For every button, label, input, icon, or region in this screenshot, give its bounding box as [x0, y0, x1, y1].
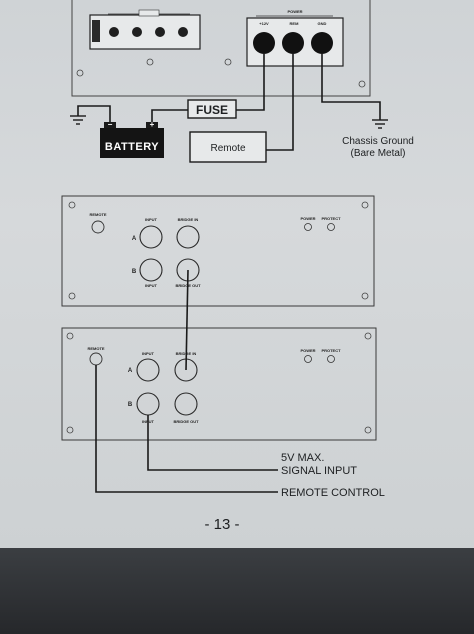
- input-label: INPUT: [145, 217, 158, 222]
- panel-wiring: [95, 269, 278, 493]
- power-led-label: POWER: [300, 348, 315, 353]
- input-label: INPUT: [145, 283, 158, 288]
- protect-led: [327, 223, 335, 231]
- remote-jack: [89, 352, 103, 366]
- speaker-terminal: [155, 27, 165, 37]
- speaker-terminal: [178, 27, 188, 37]
- wire-battery-plus: [151, 109, 188, 122]
- channel-a-label: A: [132, 236, 137, 242]
- amp-panel-outline: [61, 327, 377, 441]
- remote-label: Remote: [210, 143, 245, 154]
- battery-minus-label: −: [108, 120, 113, 129]
- power-terminal-label: GND: [318, 21, 327, 26]
- battery-icon: − + BATTERY: [100, 120, 164, 158]
- wire-remote: [266, 54, 294, 151]
- wire-chassis-ground: [321, 54, 381, 120]
- input-b-jack: [136, 392, 160, 416]
- power-terminal-12v: [253, 32, 275, 54]
- mount-hole: [146, 58, 154, 66]
- input-b-jack: [139, 258, 163, 282]
- power-led: [304, 223, 312, 231]
- remote-jack-label: REMOTE: [87, 346, 104, 351]
- battery-label: BATTERY: [105, 141, 159, 153]
- battery-plus-label: +: [150, 120, 155, 129]
- wire-battery-minus: [77, 105, 111, 122]
- power-terminal-block: POWER +12V REM GND: [246, 9, 344, 67]
- amp-panel-outline: [61, 195, 375, 307]
- bridge-in-jack: [176, 225, 200, 249]
- protect-led-label: PROTECT: [321, 216, 341, 221]
- bridge-out-label: BRIDGE OUT: [173, 419, 199, 424]
- speaker-terminal: [132, 27, 142, 37]
- chassis-ground-label: Chassis Ground: [342, 136, 414, 147]
- speaker-terminal: [109, 27, 119, 37]
- page-number: - 13 -: [204, 516, 239, 533]
- remote-box: [189, 131, 267, 163]
- battery-ground-icon: [70, 115, 86, 125]
- wire-remote-control: [95, 365, 278, 493]
- bridge-out-jack: [174, 392, 198, 416]
- mount-hole: [361, 201, 369, 209]
- channel-b-label: B: [132, 269, 137, 275]
- mount-hole: [358, 80, 366, 88]
- remote-jack-label: REMOTE: [89, 212, 106, 217]
- mount-hole: [224, 58, 232, 66]
- remote-jack: [91, 220, 105, 234]
- speaker-bracket-label-box: [138, 9, 160, 17]
- page-bottom-edge: [0, 548, 474, 634]
- mount-hole: [68, 201, 76, 209]
- bridge-in-label: BRIDGE IN: [178, 217, 199, 222]
- channel-b-label: B: [128, 402, 133, 408]
- input-a-jack: [136, 358, 160, 382]
- mount-hole: [364, 332, 372, 340]
- signal-input-label: SIGNAL INPUT: [281, 465, 357, 477]
- power-terminal-gnd: [311, 32, 333, 54]
- power-header: POWER: [287, 9, 302, 14]
- mount-hole: [66, 426, 74, 434]
- speaker-terminal-tab: [92, 20, 100, 42]
- power-led-label: POWER: [300, 216, 315, 221]
- bare-metal-label: (Bare Metal): [350, 148, 405, 159]
- manual-page: [0, 0, 474, 548]
- mount-hole: [364, 426, 372, 434]
- top-wiring: [77, 54, 381, 151]
- wire-signal-input: [147, 415, 278, 471]
- power-terminal-rem: [282, 32, 304, 54]
- power-led: [304, 355, 312, 363]
- power-terminal-label: REM: [290, 21, 300, 26]
- remote-control-label: REMOTE CONTROL: [281, 487, 385, 499]
- wire-bridge-link: [185, 269, 189, 371]
- signal-max-label: 5V MAX.: [281, 452, 324, 464]
- power-terminal-label: +12V: [259, 21, 269, 26]
- protect-led: [327, 355, 335, 363]
- input-label: INPUT: [142, 351, 155, 356]
- fuse-box: [187, 99, 237, 119]
- mount-hole: [66, 332, 74, 340]
- chassis-ground-icon: [372, 119, 388, 129]
- input-a-jack: [139, 225, 163, 249]
- top-amp-outline: [71, 0, 371, 97]
- mount-hole: [76, 69, 84, 77]
- mount-hole: [68, 292, 76, 300]
- top-amp-panel: POWER +12V REM GND: [71, 0, 371, 97]
- mount-hole: [361, 292, 369, 300]
- channel-a-label: A: [128, 368, 133, 374]
- amp-panel-2: REMOTE INPUT BRIDGE IN A B INPUT BRIDGE …: [61, 327, 377, 441]
- wire-power: [236, 54, 265, 111]
- speaker-terminal-block: [89, 9, 201, 50]
- amp-panel-1: REMOTE INPUT BRIDGE IN A B INPUT BRIDGE …: [61, 195, 375, 307]
- protect-led-label: PROTECT: [321, 348, 341, 353]
- fuse-label: FUSE: [196, 103, 228, 117]
